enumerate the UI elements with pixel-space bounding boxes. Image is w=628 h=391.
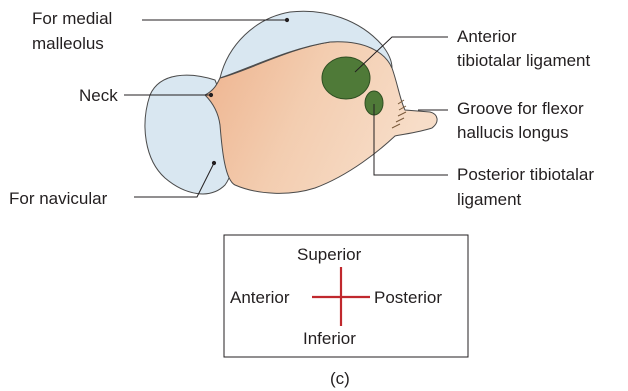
label-anterior-ligament-line1: Anterior: [457, 27, 517, 46]
label-medial-malleolus-line2: malleolus: [32, 34, 104, 53]
orientation-anterior: Anterior: [230, 288, 290, 307]
label-anterior-ligament-line2: tibiotalar ligament: [457, 51, 591, 70]
label-medial-malleolus-line1: For medial: [32, 9, 112, 28]
orientation-superior: Superior: [297, 245, 362, 264]
label-neck: Neck: [79, 86, 118, 105]
orientation-inferior: Inferior: [303, 329, 356, 348]
label-groove-line2: hallucis longus: [457, 123, 569, 142]
label-navicular: For navicular: [9, 189, 108, 208]
label-groove-line1: Groove for flexor: [457, 99, 584, 118]
label-posterior-ligament-line2: ligament: [457, 190, 522, 209]
orientation-posterior: Posterior: [374, 288, 442, 307]
label-posterior-ligament-line1: Posterior tibiotalar: [457, 165, 594, 184]
figure-caption: (c): [330, 369, 350, 388]
anterior-tibiotalar-ligament-attachment: [322, 57, 370, 99]
